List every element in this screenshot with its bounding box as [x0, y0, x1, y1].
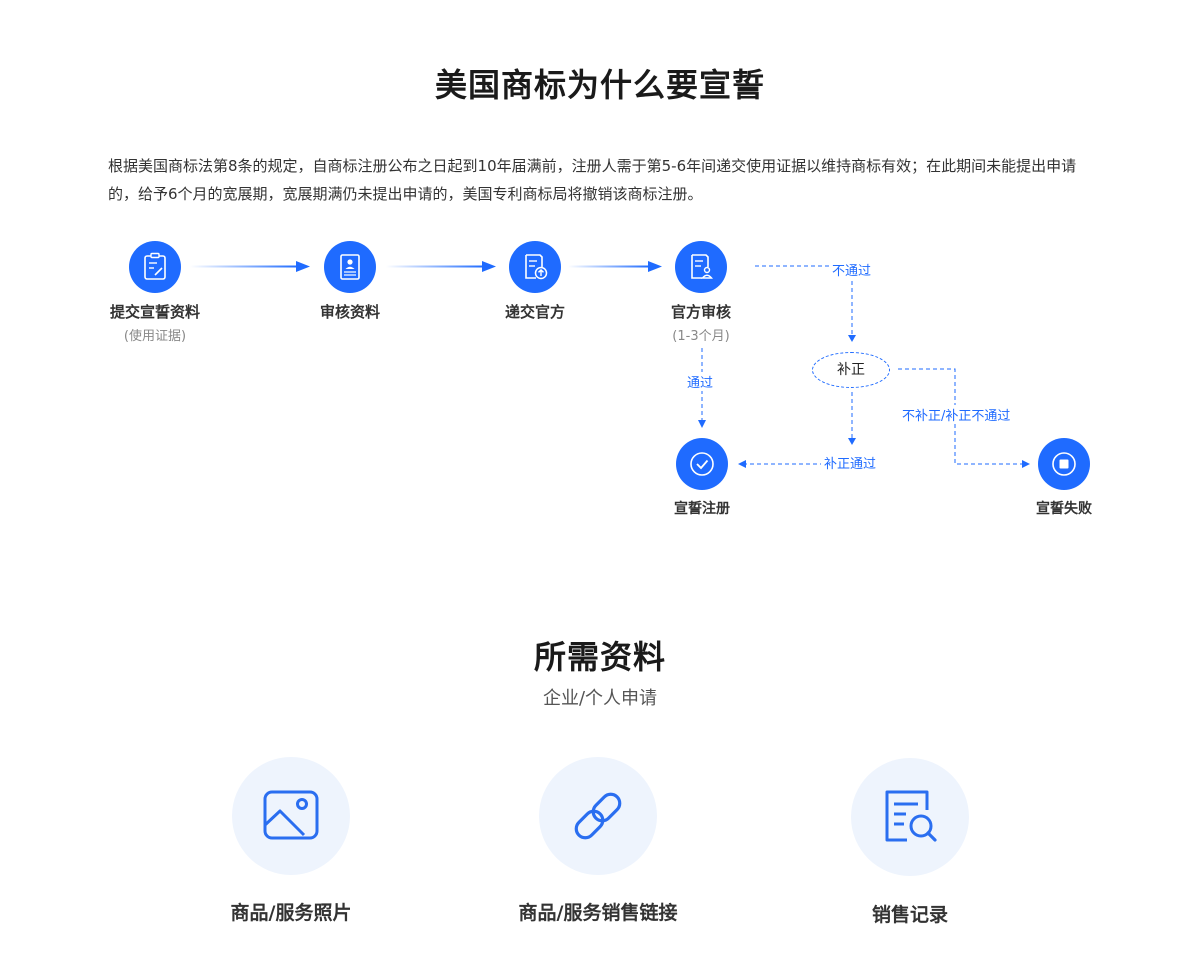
material-photo-label: 商品/服务照片 [230, 902, 352, 924]
intro-paragraph: 根据美国商标法第8条的规定，自商标注册公布之日起到10年届满前，注册人需于第5-… [108, 157, 1077, 203]
page-title: 美国商标为什么要宣誓 [434, 66, 765, 104]
correction-oval: 补正 [812, 352, 890, 388]
step-submit-label: 提交宣誓资料 [109, 303, 200, 321]
clipboard-edit-icon [144, 252, 166, 280]
result-success-node [676, 438, 728, 490]
document-icon [340, 254, 360, 280]
check-circle-icon [690, 452, 714, 476]
document-review-icon [691, 254, 713, 279]
document-search-icon [885, 790, 937, 842]
step-official-sub: (1-3个月) [672, 329, 730, 344]
fail-branch-label: 不通过 [829, 260, 875, 279]
result-success-label: 宣誓注册 [674, 501, 730, 517]
step-submit-sub: (使用证据) [123, 329, 187, 344]
step-file-node [509, 241, 561, 293]
document-upload-icon [525, 254, 548, 280]
arrow-step3-step4 [568, 261, 662, 272]
link-icon [574, 792, 622, 840]
arrow-step2-step3 [386, 261, 496, 272]
material-records-circle [851, 758, 969, 876]
image-icon [263, 790, 319, 840]
correction-fail-label: 不补正/补正不通过 [899, 405, 1014, 424]
material-link-circle [539, 757, 657, 875]
material-records-label: 销售记录 [871, 904, 948, 926]
step-official-label: 官方审核 [670, 303, 731, 321]
material-photo-circle [232, 757, 350, 875]
stop-circle-icon [1052, 452, 1076, 476]
step-review-node [324, 241, 376, 293]
result-failure-node [1038, 438, 1090, 490]
section-subtitle-materials: 企业/个人申请 [542, 688, 658, 709]
result-failure-label: 宣誓失败 [1036, 501, 1092, 517]
step-review-label: 审核资料 [319, 303, 380, 321]
step-official-node [675, 241, 727, 293]
section-title-materials: 所需资料 [533, 638, 666, 676]
path-correction-fail [898, 368, 1022, 465]
step-submit-node [129, 241, 181, 293]
pass-branch-label: 通过 [684, 372, 717, 391]
correction-pass-label: 补正通过 [821, 453, 880, 472]
step-file-label: 递交官方 [504, 303, 565, 321]
material-link-label: 商品/服务销售链接 [518, 902, 678, 924]
arrow-step1-step2 [190, 261, 310, 272]
